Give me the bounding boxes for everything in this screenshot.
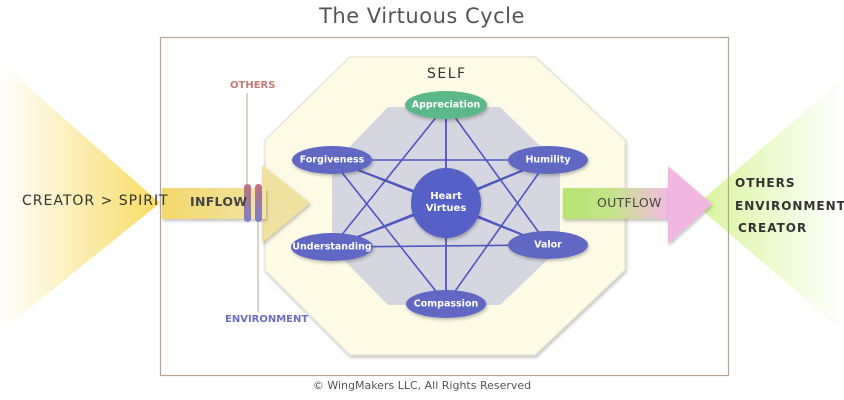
virtue-label-valor: Valor — [534, 239, 562, 251]
destination-creator: CREATOR — [738, 221, 808, 235]
environment-marker-label: ENVIRONMENT — [225, 314, 309, 325]
others-marker-label: OTHERS — [230, 80, 276, 91]
virtue-node-compassion — [406, 290, 486, 318]
environment-marker — [255, 184, 262, 222]
virtue-label-compassion: Compassion — [413, 298, 479, 310]
outflow-arrow-head — [668, 166, 712, 244]
virtue-label-forgiveness: Forgiveness — [299, 154, 365, 166]
connector-line — [331, 104, 447, 248]
virtue-node-forgiveness — [292, 146, 372, 174]
heart-virtues-line2: Virtues — [425, 203, 467, 214]
copyright-footer: © WingMakers LLC, All Rights Reserved — [312, 379, 532, 392]
source-label: CREATOR > SPIRIT — [22, 193, 169, 209]
connector-line — [445, 159, 549, 305]
outflow-label: OUTFLOW — [597, 195, 662, 210]
outflow-arrow-body — [563, 188, 673, 219]
virtue-node-understanding — [291, 233, 373, 261]
frame — [159, 36, 730, 377]
destination-others: OTHERS — [735, 176, 796, 190]
diagram-title: The Virtuous Cycle — [319, 4, 525, 28]
self-label: SELF — [427, 66, 467, 82]
virtue-label-appreciation: Appreciation — [411, 99, 481, 111]
virtue-node-appreciation — [405, 91, 487, 119]
connector-line — [445, 104, 549, 246]
source-fan — [0, 62, 160, 332]
virtue-label-humility: Humility — [525, 154, 571, 166]
destination-fan — [696, 78, 844, 332]
virtue-label-understanding: Understanding — [292, 241, 372, 253]
heart-virtues-line1: Heart — [430, 191, 462, 202]
inflow-label: INFLOW — [190, 194, 248, 209]
virtue-node-humility — [508, 146, 588, 174]
virtue-node-valor — [508, 231, 588, 259]
connector-line — [331, 159, 447, 305]
others-marker — [244, 184, 251, 222]
destination-environment: ENVIRONMENT — [735, 199, 844, 213]
heart-virtues-circle — [411, 168, 481, 238]
inflow-arrow-head — [262, 165, 310, 243]
